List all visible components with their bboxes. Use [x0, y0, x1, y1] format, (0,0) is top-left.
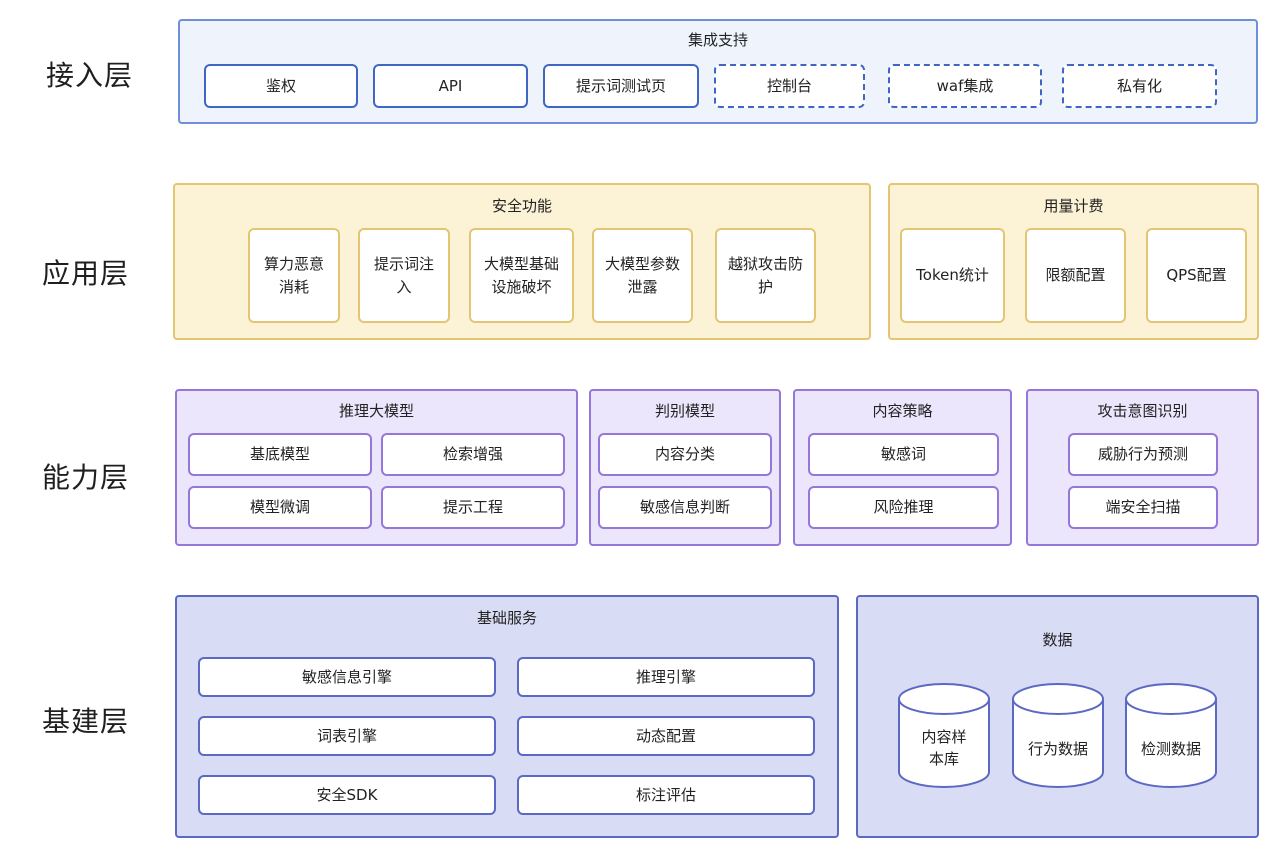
app-item-param-leak-label: 大模型参数泄露: [604, 254, 680, 296]
database-icon: [898, 683, 990, 788]
data-cylinder-behavior-label: 行为数据: [1027, 740, 1088, 758]
data-cylinder-behavior: 行为数据: [1011, 682, 1105, 789]
cap-intent-title: 攻击意图识别: [1097, 402, 1188, 420]
app-item-compute-abuse: 算力恶意消耗: [248, 228, 340, 323]
infra-item-security-sdk: 安全SDK: [198, 775, 496, 815]
access-item-prompt-test-page: 提示词测试页: [543, 64, 699, 108]
cap-item-threat-predict: 威胁行为预测: [1068, 433, 1218, 476]
access-item-console: 控制台: [714, 64, 865, 108]
app-item-infra-damage: 大模型基础设施破坏: [469, 228, 574, 323]
infra-item-annotation-eval: 标注评估: [517, 775, 815, 815]
infra-services-title: 基础服务: [476, 609, 537, 627]
app-item-infra-damage-label: 大模型基础设施破坏: [483, 254, 559, 296]
app-item-param-leak: 大模型参数泄露: [592, 228, 693, 323]
layer-label-infra: 基建层: [42, 705, 130, 738]
cap-item-endpoint-scan: 端安全扫描: [1068, 486, 1218, 529]
app-item-quota-config: 限额配置: [1025, 228, 1126, 323]
data-cylinder-detection: 检测数据: [1124, 682, 1218, 789]
cap-item-prompt-eng: 提示工程: [381, 486, 565, 529]
cap-judge-title: 判别模型: [654, 402, 715, 420]
access-item-api: API: [373, 64, 528, 108]
cap-item-risk-reasoning: 风险推理: [808, 486, 999, 529]
layer-label-capability: 能力层: [42, 461, 130, 494]
infra-item-reasoning-engine: 推理引擎: [517, 657, 815, 697]
infra-item-dynamic-config: 动态配置: [517, 716, 815, 756]
cap-item-rag: 检索增强: [381, 433, 565, 476]
cap-item-sensitive-words: 敏感词: [808, 433, 999, 476]
cap-policy-title: 内容策略: [872, 402, 933, 420]
cap-item-base-model: 基底模型: [188, 433, 372, 476]
app-item-compute-abuse-label: 算力恶意消耗: [263, 254, 324, 296]
data-cylinder-content-samples: 内容样本库: [897, 682, 991, 789]
data-cylinder-content-samples-label: 内容样本库: [921, 728, 967, 768]
app-item-token-stats: Token统计: [900, 228, 1005, 323]
access-panel-title: 集成支持: [687, 31, 748, 49]
access-item-private: 私有化: [1062, 64, 1217, 108]
infra-item-vocab-engine: 词表引擎: [198, 716, 496, 756]
app-item-prompt-injection: 提示词注入: [358, 228, 450, 323]
cap-item-sensitive-judge: 敏感信息判断: [598, 486, 772, 529]
layer-label-app: 应用层: [42, 257, 130, 290]
layer-label-access: 接入层: [46, 59, 134, 92]
app-billing-title: 用量计费: [1043, 197, 1104, 215]
app-item-qps-config: QPS配置: [1146, 228, 1247, 323]
app-security-title: 安全功能: [491, 197, 552, 215]
infra-item-sensitive-engine: 敏感信息引擎: [198, 657, 496, 697]
database-icon: [1012, 683, 1104, 788]
database-icon: [1125, 683, 1217, 788]
app-item-jailbreak: 越狱攻击防护: [715, 228, 816, 323]
app-item-prompt-injection-label: 提示词注入: [373, 254, 434, 296]
cap-reasoning-title: 推理大模型: [338, 402, 414, 420]
cap-item-finetune: 模型微调: [188, 486, 372, 529]
access-item-auth: 鉴权: [204, 64, 358, 108]
access-item-waf: waf集成: [888, 64, 1042, 108]
cap-item-content-classify: 内容分类: [598, 433, 772, 476]
data-cylinder-detection-label: 检测数据: [1140, 740, 1201, 758]
app-item-jailbreak-label: 越狱攻击防护: [727, 254, 803, 296]
infra-data-title: 数据: [1042, 631, 1073, 649]
